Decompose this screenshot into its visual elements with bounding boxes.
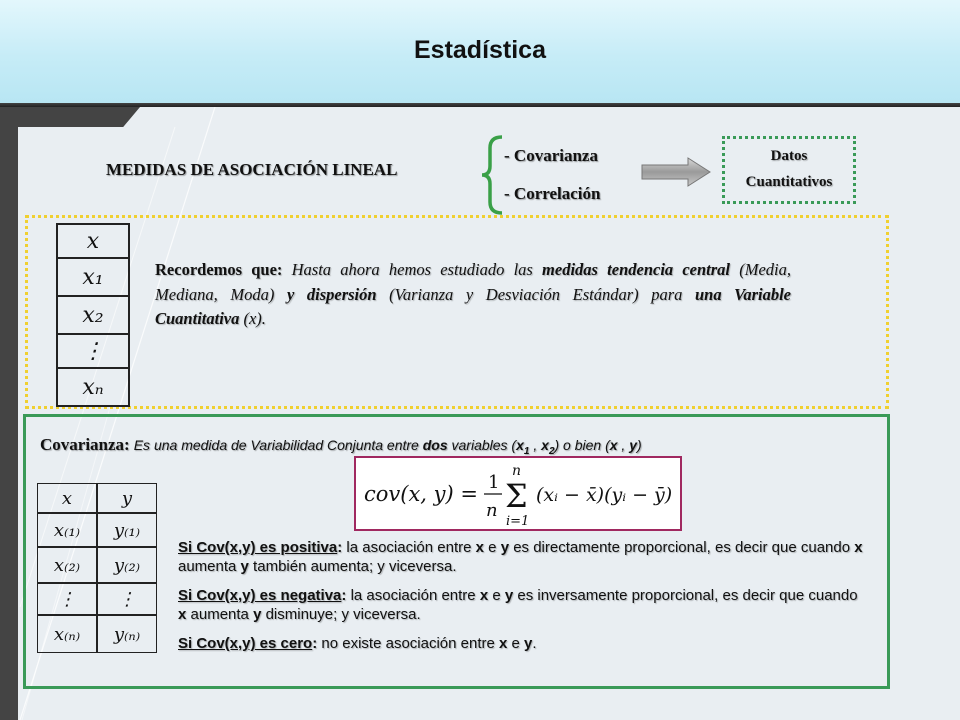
rule-text: e: [507, 635, 525, 652]
rule-positive-head: Si Cov(x,y) es positiva: [178, 539, 338, 556]
formula-body: (xᵢ − x̄)(yᵢ − ȳ): [536, 484, 672, 506]
cov-comma-2: ,: [617, 437, 630, 453]
recordemos-text-4: (x).: [243, 309, 266, 328]
covarianza-definition: Covarianza: Es una medida de Variabilida…: [40, 435, 642, 457]
rule-text: también aumenta; y viceversa.: [248, 558, 457, 575]
xy-cell: x₍₂₎: [37, 547, 97, 583]
formula-frac-num: 1: [488, 472, 499, 493]
rule-y: y: [504, 587, 514, 604]
header-divider: [0, 103, 960, 107]
x-table-cell: xₙ: [56, 367, 130, 407]
slide-header: Estadística: [0, 0, 960, 103]
recordemos-text-3: (Varianza y Desviación Estándar) para: [389, 284, 683, 304]
rule-colon: :: [337, 539, 343, 556]
rule-text: no existe asociación entre: [317, 635, 500, 652]
datos-cuantitativos-box: Datos Cuantitativos: [722, 136, 856, 204]
sigma-icon: Σ: [505, 477, 528, 515]
rule-text: aumenta: [178, 558, 241, 575]
xy-header-y: y: [97, 483, 157, 513]
curly-brace-icon: [481, 135, 503, 215]
rule-y: y: [524, 635, 533, 652]
cov-desc-2: variables (: [451, 437, 517, 453]
rule-x: x: [854, 539, 863, 556]
item-covarianza: - Covarianza: [504, 146, 598, 165]
datos-line-1: Datos: [770, 148, 808, 164]
covarianza-panel: [23, 414, 890, 689]
x-table-header: x: [56, 223, 130, 259]
cov-desc-1: Es una medida de Variabilidad Conjunta e…: [133, 437, 419, 453]
formula-sum-top: n: [512, 463, 521, 479]
recordemos-label: Recordemos que:: [155, 260, 283, 279]
recordemos-text-2: (Media, Mediana, Moda): [155, 260, 791, 304]
recordemos-bold-2: y dispersión: [286, 284, 377, 304]
cov-y: y: [629, 437, 638, 453]
rule-colon: :: [312, 635, 318, 652]
recordemos-text-1: Hasta ahora hemos estudiado las: [291, 260, 533, 279]
slide-title: Estadística: [413, 36, 546, 64]
xy-cell: x₍₁₎: [37, 513, 97, 547]
rule-text: es directamente proporcional, es decir q…: [509, 539, 855, 556]
rule-text: es inversamente proporcional, es decir q…: [513, 587, 858, 604]
rule-colon: :: [341, 587, 347, 604]
rule-zero-head: Si Cov(x,y) es cero: [178, 635, 313, 652]
cov-desc-3: ) o bien (: [554, 437, 610, 453]
x-variable-table: x x₁ x₂ ⋮ xₙ: [56, 223, 130, 407]
covarianza-label: Covarianza:: [40, 435, 130, 454]
xy-cell: ⋮: [37, 583, 97, 615]
xy-cell: x₍ₙ₎: [37, 615, 97, 653]
item-correlacion: - Correlación: [504, 184, 601, 203]
rule-text: e: [484, 539, 501, 556]
x-table-cell: ⋮: [56, 333, 130, 369]
formula-graphic: cov(x, y) = 1 n n Σ i=1 (xᵢ − x̄)(yᵢ − ȳ…: [364, 463, 672, 529]
formula-sum-bot: i=1: [506, 514, 529, 529]
x-table-cell: x₁: [56, 257, 130, 297]
decor-corner-bar: [0, 107, 140, 127]
cov-sub1: 1: [523, 445, 530, 457]
recordemos-bold-1: medidas tendencia central: [542, 260, 731, 279]
cov-x: x: [609, 437, 618, 453]
cov-desc-4: ): [637, 437, 642, 453]
rule-text: disminuye; y viceversa.: [261, 606, 421, 623]
recordemos-bold-3: una Variable Cuantitativa: [155, 284, 791, 329]
xy-variable-table: x y x₍₁₎ y₍₁₎ x₍₂₎ y₍₂₎ ⋮ ⋮ x₍ₙ₎ y₍ₙ₎: [37, 483, 157, 653]
decor-left-bar: [0, 127, 18, 720]
rule-x: x: [499, 635, 508, 652]
xy-cell: y₍ₙ₎: [97, 615, 157, 653]
rule-y: y: [240, 558, 249, 575]
cov-sub2: 2: [548, 445, 555, 457]
rule-x: x: [479, 587, 489, 604]
recordemos-text: Recordemos que: Hasta ahora hemos estudi…: [155, 258, 791, 332]
rule-y: y: [500, 539, 510, 556]
formula-lhs: cov(x, y) =: [364, 482, 478, 506]
rule-text: la asociación entre: [346, 587, 480, 604]
cov-x2: x: [541, 437, 549, 453]
datos-line-2: Cuantitativos: [745, 174, 833, 190]
covariance-formula: cov(x, y) = 1 n n Σ i=1 (xᵢ − x̄)(yᵢ − ȳ…: [354, 456, 682, 531]
rule-y: y: [253, 606, 262, 623]
xy-cell: ⋮: [97, 583, 157, 615]
covariance-rules: Si Cov(x,y) es positiva: la asociación e…: [178, 538, 868, 663]
recordemos-panel: [25, 215, 889, 409]
rule-text: .: [532, 635, 537, 652]
right-arrow-icon: [641, 157, 711, 187]
rule-negative: Si Cov(x,y) es negativa: la asociación e…: [178, 586, 868, 624]
rule-positive: Si Cov(x,y) es positiva: la asociación e…: [178, 538, 868, 576]
cov-desc-dos: dos: [422, 437, 448, 453]
x-table-cell: x₂: [56, 295, 130, 335]
formula-frac-den: n: [486, 500, 498, 521]
rule-text: la asociación entre: [342, 539, 476, 556]
xy-cell: y₍₂₎: [97, 547, 157, 583]
xy-cell: y₍₁₎: [97, 513, 157, 547]
xy-header-x: x: [37, 483, 97, 513]
cov-comma: ,: [529, 437, 542, 453]
rule-negative-head: Si Cov(x,y) es negativa: [178, 587, 342, 604]
measures-label: MEDIDAS DE ASOCIACIÓN LINEAL: [106, 160, 398, 179]
rule-text: aumenta: [186, 606, 254, 623]
rule-zero: Si Cov(x,y) es cero: no existe asociació…: [178, 634, 868, 653]
rule-x: x: [178, 606, 187, 623]
rule-text: e: [488, 587, 505, 604]
cov-x1: x: [516, 437, 524, 453]
rule-x: x: [475, 539, 484, 556]
